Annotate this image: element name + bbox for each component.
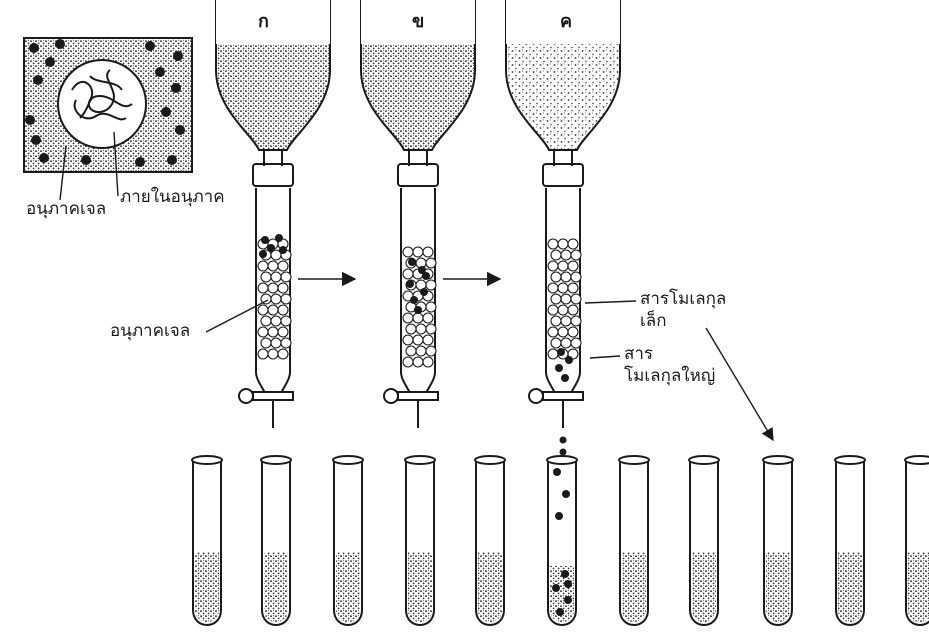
column-label-c: ค [560,12,572,31]
eluate [478,552,502,622]
gel-bed [548,239,581,359]
column-stopper [543,164,583,186]
large-molecule-label-line1: สาร [624,345,653,364]
inset-pore-label: ภายในอนุภาค [120,188,225,207]
eluate [766,552,790,622]
eluate [622,552,646,622]
test-tube [835,456,865,625]
eluate [336,552,360,622]
eluate [264,552,288,622]
test-tube [763,456,793,625]
small-molecule-pointer [585,301,636,303]
eluate [408,552,432,622]
eluate [195,552,219,622]
column-label-b: ข [412,12,424,31]
test-tube [905,456,929,625]
column-stopper [253,164,293,186]
small-molecule-to-tube-arrow [706,328,773,440]
eluate [908,552,929,622]
test-tube [261,456,291,625]
stopcock-handle [529,389,543,403]
test-tube [689,456,719,625]
eluate [838,552,862,622]
chromatography-column-3 [506,0,620,428]
inset-bead-label: อนุภาคเจล [26,200,106,219]
column-bead-label: อนุภาคเจล [110,322,190,341]
chromatography-column-2 [361,0,475,428]
test-tube [619,456,649,625]
test-tube [192,456,222,625]
stopcock-handle [239,389,253,403]
test-tube [333,456,363,625]
column-label-a: ก [258,12,269,31]
small-molecule-label-line1: สารโมเลกุล [640,290,726,309]
stopcock-handle [384,389,398,403]
test-tube [475,456,505,625]
column-stopper [398,164,438,186]
test-tube [547,456,577,625]
large-molecule-label-line2: โมเลกุลใหญ่ [624,367,715,386]
eluate [692,552,716,622]
test-tube [405,456,435,625]
chromatography-column-1 [216,0,330,428]
inset-bead-closeup [24,38,192,200]
large-molecule-pointer [590,356,620,358]
small-molecule-label-line2: เล็ก [640,312,667,331]
